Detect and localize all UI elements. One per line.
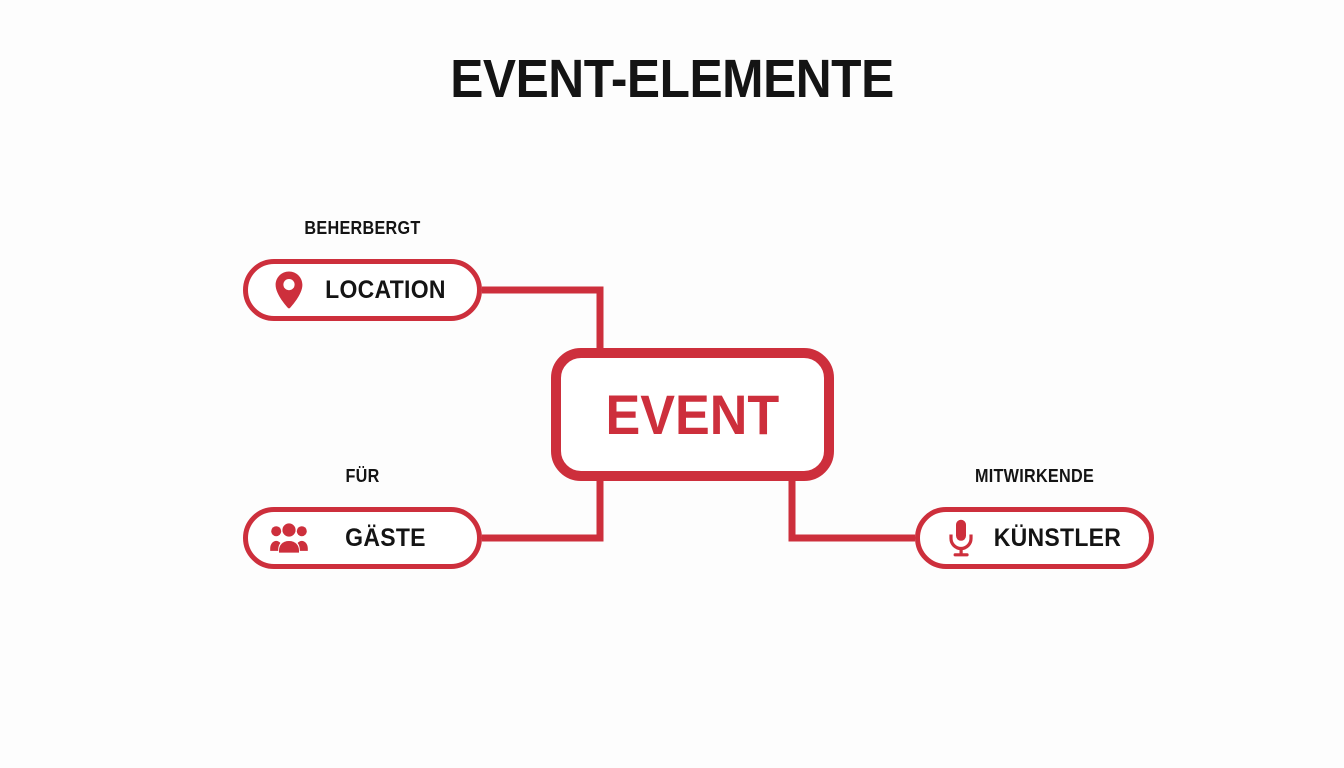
connector-location-event bbox=[482, 286, 604, 348]
microphone-icon bbox=[942, 518, 980, 558]
map-pin-icon bbox=[270, 270, 308, 310]
relation-label-beherbergt: BEHERBERGT bbox=[304, 218, 421, 238]
relation-label-fuer: FÜR bbox=[345, 466, 380, 486]
node-kuenstler-label: KÜNSTLER bbox=[993, 524, 1122, 552]
node-location[interactable]: LOCATION bbox=[243, 259, 482, 321]
node-gaeste[interactable]: GÄSTE bbox=[243, 507, 482, 569]
node-location-label: LOCATION bbox=[325, 276, 446, 304]
node-event-center[interactable]: EVENT bbox=[551, 348, 834, 481]
node-event-label: EVENT bbox=[605, 382, 780, 446]
relation-label-mitwirkende: MITWIRKENDE bbox=[974, 466, 1095, 486]
node-kuenstler[interactable]: KÜNSTLER bbox=[915, 507, 1154, 569]
connector-event-kuenstler bbox=[788, 481, 915, 542]
people-group-icon bbox=[270, 518, 308, 558]
page-title: EVENT-ELEMENTE bbox=[450, 49, 894, 109]
connector-gaeste-event bbox=[482, 481, 604, 542]
node-gaeste-label: GÄSTE bbox=[345, 524, 426, 552]
